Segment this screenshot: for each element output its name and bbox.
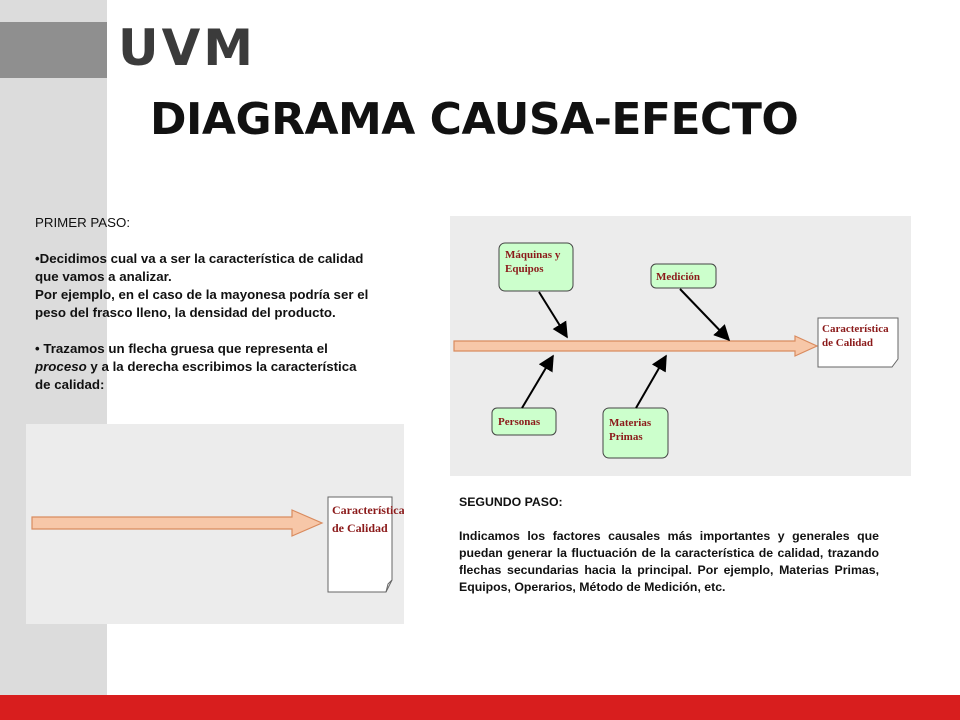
- effect-label-line-1: Característica: [332, 503, 404, 517]
- cause-arrow-machines: [538, 291, 568, 339]
- main-process-arrow: [453, 335, 819, 357]
- main-process-arrow: [31, 509, 324, 537]
- cause-machines-line-1: Máquinas y: [505, 249, 561, 261]
- effect-label-line-2: de Calidad: [332, 521, 388, 535]
- logo-bar: [0, 22, 107, 78]
- page-title: DIAGRAMA CAUSA-EFECTO: [150, 94, 799, 145]
- first-step-text: PRIMER PASO: •Decidimos cual va a ser la…: [35, 214, 375, 394]
- cause-materials-line-2: Primas: [609, 431, 643, 443]
- uvm-logo: UVM: [118, 19, 257, 77]
- cause-materials-line-1: Materias: [609, 417, 652, 429]
- cause-arrow-materials: [635, 354, 667, 409]
- simple-diagram: Característica de Calidad: [31, 496, 405, 593]
- cause-arrow-measurement: [679, 288, 731, 342]
- effect-document: [327, 496, 393, 593]
- cause-effect-diagram-panel: Característica de Calidad Máquinas y Equ…: [450, 216, 911, 476]
- simple-diagram-panel: Característica de Calidad: [26, 424, 405, 624]
- cause-box-materials: [602, 407, 669, 459]
- cause-measurement-label: Medición: [656, 271, 700, 283]
- first-step-heading: PRIMER PASO:: [35, 215, 131, 230]
- effect-document: [817, 317, 899, 368]
- cause-people-label: Personas: [498, 416, 541, 428]
- second-step-heading: SEGUNDO PASO:: [459, 495, 563, 509]
- effect-label-line-1: Característica: [822, 323, 889, 335]
- second-step-text: SEGUNDO PASO: Indicamos los factores cau…: [459, 494, 879, 596]
- bottom-accent-bar: [0, 695, 960, 720]
- cause-arrow-people: [521, 354, 554, 409]
- cause-box-measurement: [650, 263, 717, 289]
- second-step-body: Indicamos los factores causales más impo…: [459, 529, 879, 594]
- cause-machines-line-2: Equipos: [505, 263, 544, 275]
- effect-label-line-2: de Calidad: [822, 337, 873, 349]
- first-step-paragraph-1: •Decidimos cual va a ser la característi…: [35, 251, 364, 284]
- cause-box-people: [491, 407, 557, 436]
- cause-box-machines: [498, 242, 574, 292]
- cause-effect-diagram: Característica de Calidad Máquinas y Equ…: [453, 242, 899, 459]
- first-step-paragraph-3: • Trazamos un flecha gruesa que represen…: [35, 341, 357, 392]
- process-emphasis: proceso: [35, 359, 87, 374]
- first-step-paragraph-2: Por ejemplo, en el caso de la mayonesa p…: [35, 287, 369, 320]
